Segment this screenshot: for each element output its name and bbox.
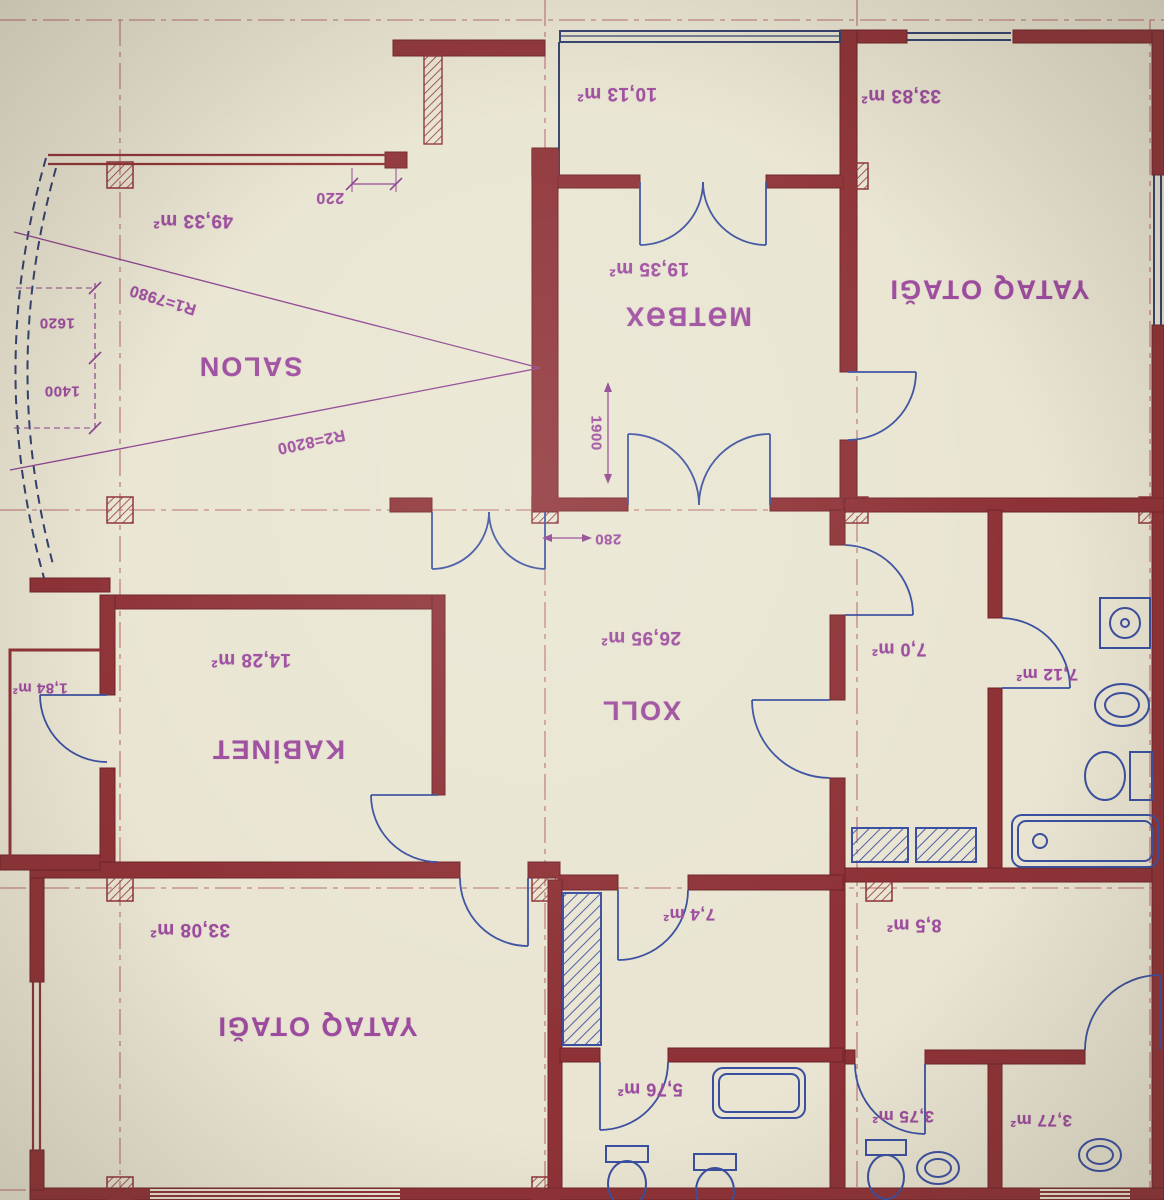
toilet-icon [865, 1139, 907, 1200]
area-balcony-top: 10,13 m² [576, 83, 658, 104]
dim-1400: 1400 [44, 382, 80, 400]
area-wardrobe: 7,4 m² [662, 905, 716, 924]
bay-window [14, 157, 57, 579]
area-bath-576: 5,76 m² [617, 1079, 683, 1100]
area-bath-712: 7,12 m² [1015, 665, 1079, 684]
column-markers [106, 149, 1164, 1200]
dim-r2: R2=8200 [275, 426, 347, 457]
area-corridor: 8,5 m² [886, 915, 942, 936]
area-salon: 49,33 m² [152, 210, 234, 231]
bathtub-icon [712, 1067, 806, 1119]
dim-r1: R1=7980 [127, 281, 199, 318]
fixtures [562, 597, 1159, 1200]
dim-280: 280 [594, 530, 622, 548]
dim-220: 220 [315, 189, 345, 206]
area-balcony-left: 1,84 m² [12, 679, 68, 697]
area-bedroom-ne: 33,83 m² [860, 85, 942, 106]
room-salon: SALON [197, 351, 303, 382]
dim-1900: 1900 [587, 415, 605, 451]
area-kitchen: 19,35 m² [608, 258, 690, 279]
radiator-icon [851, 827, 977, 863]
room-bedroom-ne: YATAQ OTAĞI [888, 274, 1090, 305]
room-kabinet: KABİNET [211, 734, 345, 765]
toilet-icon [1084, 751, 1153, 801]
area-kabinet: 14,28 m² [210, 649, 292, 670]
windows [31, 30, 1162, 1199]
bathtub-icon [1011, 814, 1159, 868]
room-hall: XOLL [601, 695, 681, 726]
toilet-icon [605, 1145, 649, 1200]
area-hall: 26,95 m² [600, 627, 682, 648]
room-kitchen: MƏTBƏX [624, 301, 752, 332]
area-bath-70: 7,0 m² [871, 639, 927, 660]
walls [0, 29, 1164, 1200]
area-wc-375: 3,75 m² [871, 1107, 935, 1126]
sink-icon [916, 1151, 960, 1185]
balcony-outline [8, 648, 106, 862]
room-bedroom-sw: YATAQ OTAĞI [216, 1011, 418, 1042]
dimension-lines [9, 168, 612, 542]
sink-icon [1094, 683, 1150, 727]
washing-machine-icon [1099, 597, 1151, 649]
sink-icon [1078, 1138, 1122, 1172]
area-bedroom-sw: 33,08 m² [149, 919, 231, 940]
wardrobe-shelves-icon [562, 892, 602, 1046]
toilet-icon [693, 1153, 737, 1200]
area-wc-377: 3,77 m² [1009, 1111, 1073, 1130]
door-swings [39, 181, 1161, 1135]
dim-1620: 1620 [39, 314, 75, 332]
